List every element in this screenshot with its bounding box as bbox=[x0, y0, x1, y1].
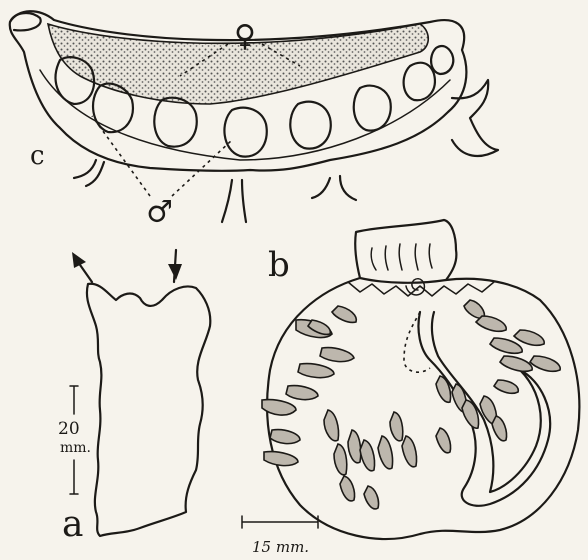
head-end bbox=[10, 13, 41, 30]
crown bbox=[355, 220, 456, 283]
figure-b: b bbox=[242, 220, 579, 556]
scale-a-number: 20 bbox=[58, 419, 80, 439]
female-symbol: ♀ bbox=[234, 19, 256, 54]
scale-b-label: 15 mm. bbox=[252, 538, 309, 556]
male-symbol: ♂ bbox=[146, 195, 173, 230]
scale-bar-b: 15 mm. bbox=[242, 516, 318, 556]
figure-c-label: c bbox=[30, 141, 45, 171]
scale-a-unit: mm. bbox=[60, 440, 91, 456]
crown-lines bbox=[371, 244, 432, 270]
appendages bbox=[74, 80, 498, 222]
arrow-left bbox=[78, 262, 92, 282]
figure-a: 20 mm. a bbox=[58, 250, 210, 545]
scale-bar-a: 20 mm. bbox=[58, 386, 91, 494]
figure-a-outline bbox=[87, 284, 210, 536]
figure-b-label: b bbox=[268, 245, 290, 285]
figure-a-label: a bbox=[62, 504, 83, 545]
figure-b-outline bbox=[267, 278, 579, 539]
